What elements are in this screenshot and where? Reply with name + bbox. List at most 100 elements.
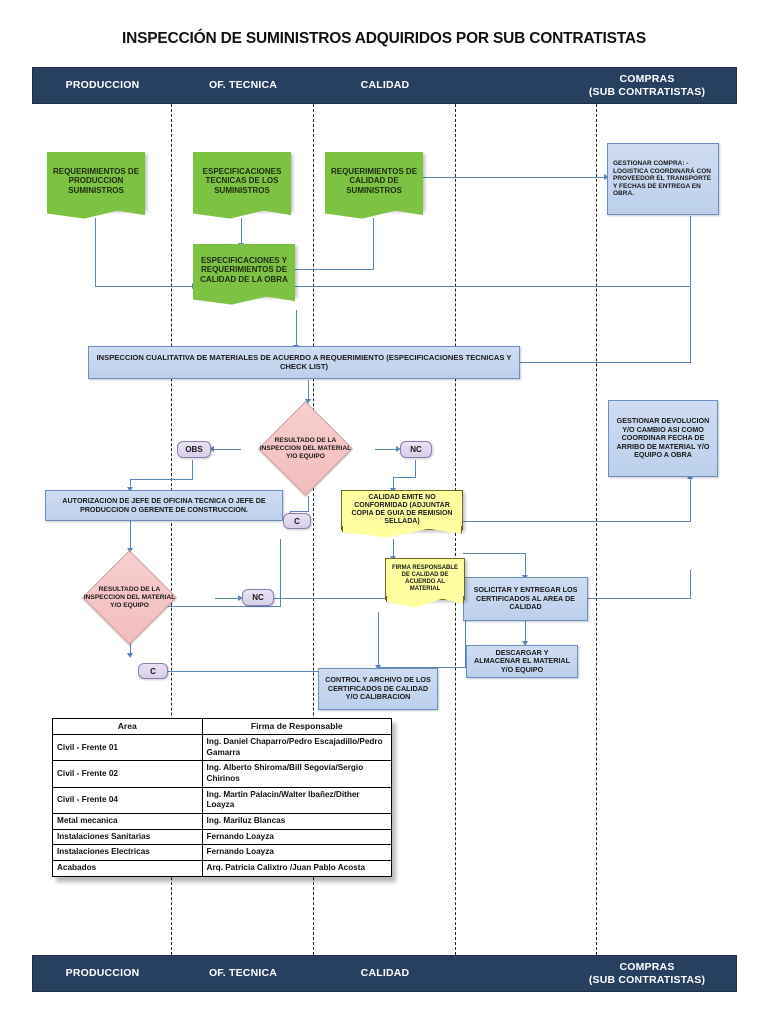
line-nc1-to-yellow [393,477,395,491]
page-title: INSPECCIÓN DE SUMINISTROS ADQUIRIDOS POR… [122,30,646,47]
line-nc1-down [415,460,417,478]
line-devolucion-down-trunk [690,478,692,522]
responsibility-table: Area Firma de Responsable Civil - Frente… [52,717,393,877]
lane-header-produccion: PRODUCCION [65,79,140,92]
line-c2-right [168,671,378,673]
lane-divider-2 [313,104,314,955]
line-compra-to-inspeccion [519,362,691,364]
line-to-solicitar-down [525,553,527,578]
lane-footer-produccion: PRODUCCION [65,967,140,980]
line-req-cal-to-compra [420,177,608,179]
line-obs-down [192,460,194,480]
node-requerimientos-produccion[interactable]: REQUERIMIENTOS DE PRODUCCION SUMINISTROS [47,152,145,210]
swimlane-footer-bar: PRODUCCION OF. TECNICA CALIDAD COMPRAS (… [32,955,737,992]
line-req-prod-right [95,286,193,288]
line-compra-down [690,216,692,286]
line-solicitar-down [525,620,527,644]
table-cell-area: Metal mecanica [52,813,203,830]
line-inspeccion-down [308,380,310,402]
lane-footer-compras-line1: COMPRAS [619,961,675,974]
table-cell-area: Civil - Frente 01 [52,734,203,762]
table-cell-firma: Fernando Loayza [201,828,393,846]
line-yellow-to-decision2-area [163,606,281,608]
table-row: Instalaciones Sanitarias Fernando Loayza [52,828,393,846]
line-control-up [378,640,380,668]
arrow-to-decision1 [305,399,311,404]
connector-nc-2[interactable]: NC [242,589,274,606]
line-req-prod-down [95,218,97,287]
line-obs-left [130,479,193,481]
table-cell-area: Civil - Frente 02 [52,760,203,788]
table-cell-firma: Ing. Alberto Shiroma/Bill Segovia/Sergio… [201,760,393,788]
node-descargar-almacenar[interactable]: DESCARGAR Y ALMACENAR EL MATERIAL Y/O EQ… [466,645,578,678]
decision-resultado-inspeccion-2[interactable]: RESULTADO DE LA INSPECCION DEL MATERIAL … [82,550,177,645]
table-header-area: Area [52,717,203,736]
line-nc1-left [393,477,416,479]
lane-footer-of-tecnica: OF. TECNICA [208,967,278,980]
node-especificaciones-tecnicas[interactable]: ESPECIFICACIONES TECNICAS DE LOS SUMINIS… [193,152,291,210]
node-solicitar-certificados[interactable]: SOLICITAR Y ENTREGAR LOS CERTIFICADOS AL… [463,577,588,621]
table-cell-area: Instalaciones Sanitarias [52,828,203,846]
connector-c-1[interactable]: C [283,513,311,529]
swimlane-header-bar: PRODUCCION OF. TECNICA CALIDAD COMPRAS (… [32,67,737,104]
table-row: Metal mecanica Ing. Mariluz Blancas [52,813,393,830]
arrow-to-nc1 [396,446,401,452]
connector-nc-1[interactable]: NC [400,441,432,458]
node-firma-responsable[interactable]: FIRMA RESPONSABLE DE CALIDAD DE ACUERDO … [385,558,465,600]
arrow-to-nc2 [238,595,243,601]
table-cell-area: Instalaciones Electricas [52,844,203,862]
line-esp-req-right-trunk [292,286,690,288]
line-solicitar-left-down [465,620,467,668]
lane-header-of-tecnica: OF. TECNICA [208,79,278,92]
table-header-firma: Firma de Responsable [201,717,393,736]
line-obs-to-autoriz [130,479,132,490]
connector-c-2[interactable]: C [138,663,168,679]
line-compra-trunk-down [690,286,692,363]
table-cell-area: Acabados [52,860,203,877]
lane-header-compras-line1: COMPRAS [619,73,675,86]
line-solicitar-to-control [378,667,466,669]
node-control-archivo[interactable]: CONTROL Y ARCHIVO DE LOS CERTIFICADOS DE… [318,668,438,710]
decision-1-label: RESULTADO DE LA INSPECCION DEL MATERIAL … [259,436,352,460]
line-yellow-down [393,539,395,559]
lane-footer-compras-line2: (SUB CONTRATISTAS) [588,973,706,986]
lane-header-compras-line2: (SUB CONTRATISTAS) [588,85,706,98]
table-row: Civil - Frente 02 Ing. Alberto Shiroma/B… [52,760,393,788]
node-calidad-emite-no-conformidad[interactable]: CALIDAD EMITE NO CONFORMIDAD (ADJUNTAR C… [341,490,463,530]
arrow-to-obs [209,446,214,452]
lane-header-compras: COMPRAS (SUB CONTRATISTAS) [556,68,738,103]
node-inspeccion-cualitativa[interactable]: INSPECCION CUALITATIVA DE MATERIALES DE … [88,346,520,379]
lane-footer-compras: COMPRAS (SUB CONTRATISTAS) [556,956,738,991]
line-autoriz-down [130,521,132,551]
line-esp-req-down [296,310,298,348]
node-especificaciones-requerimientos-calidad-obra[interactable]: ESPECIFICACIONES Y REQUERIMIENTOS DE CAL… [193,244,295,296]
line-req-cal-left [292,269,374,271]
line-nc-to-devolucion [462,521,690,523]
line-decision2-down [130,638,132,656]
arrow-to-autorizacion [127,487,133,492]
lane-divider-1 [171,104,172,955]
line-decision2-to-nc2 [215,598,241,600]
decision-2-label: RESULTADO DE LA INSPECCION DEL MATERIAL … [83,585,176,609]
decision-resultado-inspeccion-1[interactable]: RESULTADO DE LA INSPECCION DEL MATERIAL … [258,401,353,496]
connector-obs[interactable]: OBS [177,441,211,458]
node-autorizacion-jefe[interactable]: AUTORIZACION DE JEFE DE OFICINA TECNICA … [45,490,283,521]
line-decision1-to-nc [375,449,399,451]
node-requerimientos-calidad[interactable]: REQUERIMIENTOS DE CALIDAD DE SUMINISTROS [325,152,423,210]
line-req-cal-down [373,218,375,270]
node-gestionar-compra[interactable]: GESTIONAR COMPRA: - LOGISTICA COORDINARÁ… [607,143,719,215]
line-esp-tec-down [241,218,243,246]
arrow-to-gestionar-compra [604,174,609,180]
line-yellow-left-trunk [280,539,282,607]
table-cell-firma: Arq. Patricia Calixtro /Juan Pablo Acost… [201,860,393,877]
lane-header-calidad: CALIDAD [360,79,410,92]
node-gestionar-devolucion[interactable]: GESTIONAR DEVOLUCION Y/O CAMBIO ASI COMO… [608,400,718,477]
line-decision1-to-obs [213,449,241,451]
table-cell-firma: Ing. Mariluz Blancas [201,813,393,830]
table-row: Civil - Frente 04 Ing. Martin Palacin/Wa… [52,786,393,815]
table-row: Civil - Frente 01 Ing. Daniel Chaparro/P… [52,734,393,762]
table-cell-area: Civil - Frente 04 [52,786,203,815]
line-firma-down-to-control [378,612,380,642]
table-header-row: Area Firma de Responsable [52,717,393,736]
